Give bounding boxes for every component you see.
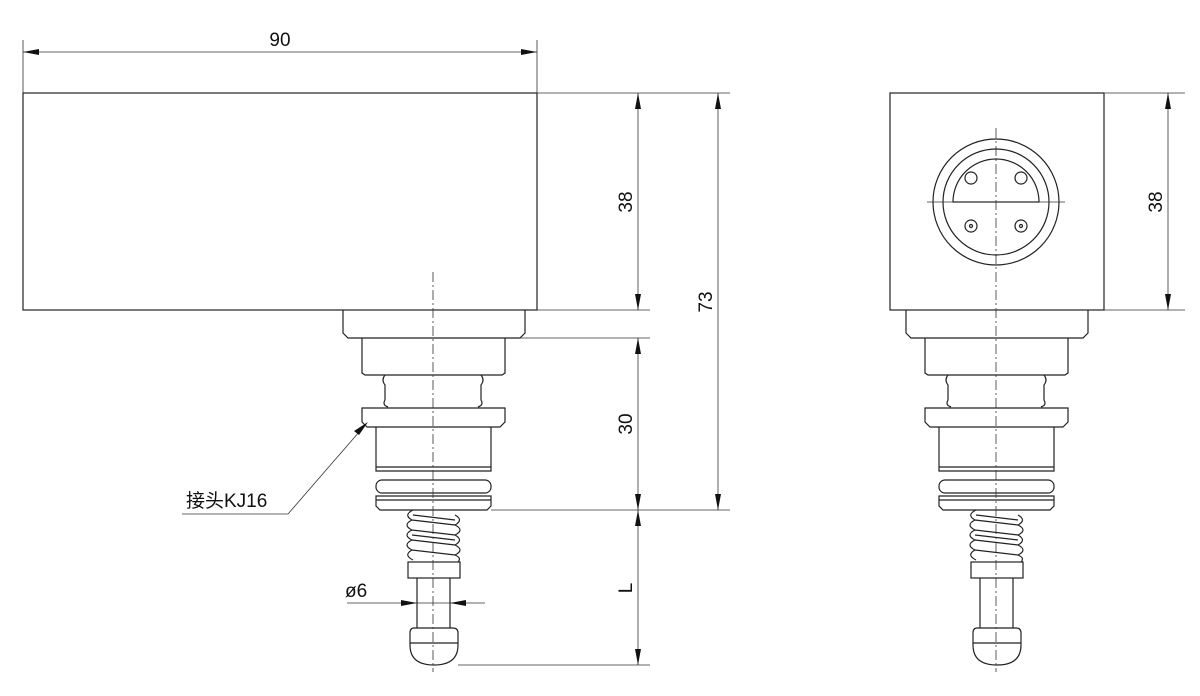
connector-stem bbox=[342, 309, 526, 666]
dimension-pin-diameter: ø6 bbox=[345, 581, 485, 606]
housing-box bbox=[22, 92, 538, 311]
dimension-box-height: 38 bbox=[616, 93, 641, 310]
extension-lines bbox=[458, 92, 730, 666]
dimension-label: 38 bbox=[1146, 191, 1167, 212]
dimension-label: L bbox=[616, 583, 637, 594]
side-connector-stem bbox=[905, 309, 1089, 666]
dimension-side-height: 38 bbox=[1104, 92, 1185, 311]
dimension-connector-height: 30 bbox=[616, 338, 641, 510]
side-housing-box bbox=[889, 92, 1105, 311]
connector-callout: 接头KJ16 bbox=[182, 422, 368, 515]
dimension-width: 90 bbox=[22, 30, 538, 93]
dimension-probe-length: L bbox=[616, 510, 641, 665]
dimension-label: ø6 bbox=[345, 581, 367, 602]
dimension-label: 30 bbox=[616, 413, 637, 434]
connector-socket-face bbox=[927, 138, 1065, 266]
dimension-label: 90 bbox=[269, 30, 290, 51]
dimension-overall-height: 73 bbox=[696, 93, 721, 510]
side-view bbox=[889, 92, 1105, 672]
connector-label: 接头KJ16 bbox=[186, 490, 267, 512]
front-view bbox=[22, 92, 538, 672]
dimension-label: 38 bbox=[616, 191, 637, 212]
dimension-label: 73 bbox=[696, 291, 717, 312]
